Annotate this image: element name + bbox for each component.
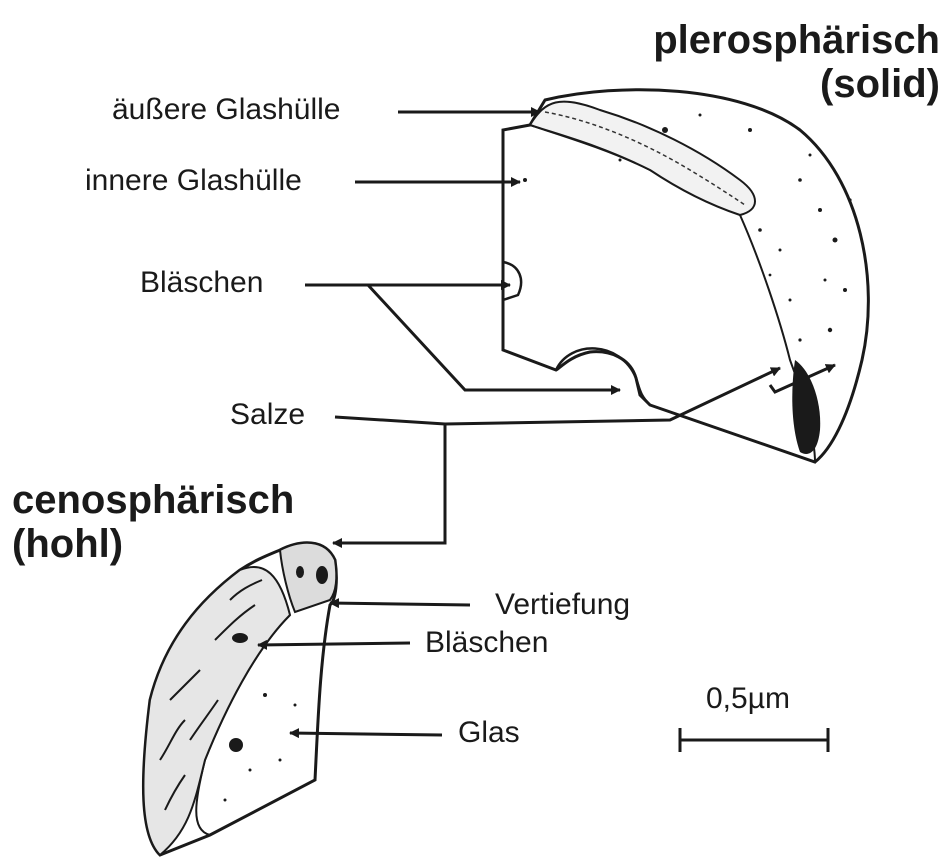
label-inner-shell: innere Glashülle: [85, 166, 302, 196]
label-salts: Salze: [230, 400, 305, 430]
solid-particle: [503, 90, 868, 462]
arrow-glass: [290, 733, 442, 735]
label-bubbles-bottom: Bläschen: [425, 628, 548, 658]
scale-bar-label: 0,5µm: [706, 684, 790, 714]
arrow-depression: [330, 603, 470, 605]
label-bubbles-top: Bläschen: [140, 268, 263, 298]
hollow-title-sub: (hohl): [12, 522, 294, 566]
solid-title: plerosphärisch (solid): [653, 18, 940, 106]
hollow-title: cenosphärisch (hohl): [12, 478, 294, 566]
hollow-title-main: cenosphärisch: [12, 478, 294, 522]
hollow-particle: [143, 543, 336, 855]
label-depression: Vertiefung: [495, 590, 630, 620]
arrow-salts-hollow: [333, 424, 445, 543]
label-outer-shell: äußere Glashülle: [112, 95, 340, 125]
solid-title-sub: (solid): [653, 62, 940, 106]
solid-title-main: plerosphärisch: [653, 18, 940, 62]
label-glass: Glas: [458, 718, 520, 748]
arrow-bubbles-bottom: [258, 643, 410, 645]
scale-bar: [680, 728, 828, 752]
